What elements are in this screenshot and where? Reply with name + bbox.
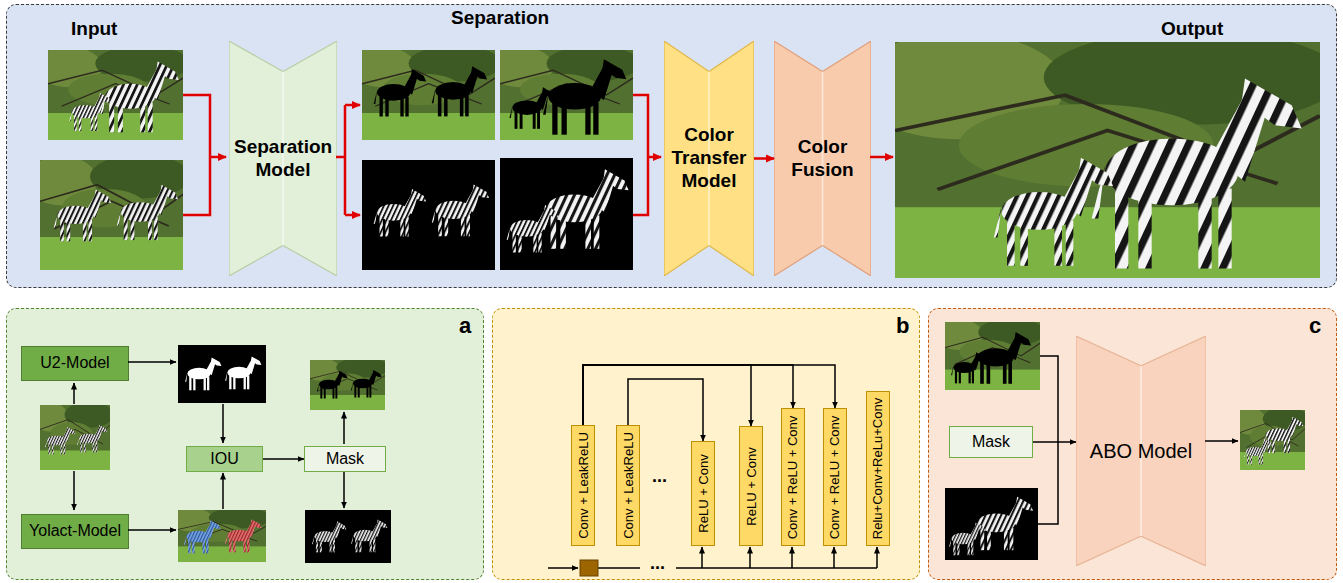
foreground-photo — [362, 160, 495, 270]
panel-label: a — [459, 313, 471, 338]
panel-label: Output — [1161, 18, 1223, 39]
mask-image — [178, 345, 266, 403]
box-label: Yolact-Model — [22, 522, 128, 540]
label-slot: ... — [652, 466, 667, 487]
model-box: U2-Model — [21, 346, 129, 381]
layer-box: ReLU + Conv — [691, 441, 715, 546]
panel-label: c — [1309, 313, 1321, 338]
process-box: IOU — [186, 446, 263, 472]
background-photo — [303, 358, 389, 411]
reference-photo — [26, 155, 190, 271]
layer-box: ReLU + Conv — [739, 426, 763, 546]
output-photo — [1234, 407, 1309, 470]
model-block: Color Transfer Model — [664, 41, 754, 276]
box-label: Mask — [950, 433, 1032, 451]
vertical-label: Conv + ReLU + Conv — [787, 415, 800, 539]
label-slot: Output — [1161, 18, 1223, 40]
label-slot: b — [896, 313, 909, 339]
block-shape — [229, 41, 337, 276]
foreground-photo — [500, 158, 633, 270]
layer-box: Conv + ReLU + Conv — [781, 408, 805, 546]
output-photo — [853, 30, 1342, 278]
background-photo — [936, 319, 1045, 390]
model-block: Separation Model — [229, 41, 337, 276]
label-slot: ... — [650, 553, 665, 574]
layer-box: Conv + LeakReLU — [616, 425, 640, 546]
block-label: ABO Model — [1076, 439, 1206, 463]
panel-label: Input — [71, 18, 117, 39]
box-label: Mask — [305, 450, 385, 468]
block-label: Color Transfer Model — [664, 124, 754, 192]
connector — [263, 458, 304, 460]
foreground-photo — [945, 488, 1038, 560]
background-photo — [487, 46, 640, 141]
block-shape — [774, 41, 871, 276]
layer-box: Conv + ReLU + Conv — [823, 408, 847, 546]
connector — [754, 157, 774, 160]
vertical-label: ReLU + Conv — [745, 447, 758, 525]
vertical-label: Conv + ReLU + Conv — [829, 415, 842, 539]
label-slot: Separation — [451, 7, 549, 29]
panel-label: Separation — [451, 7, 549, 28]
layer-box: Conv + LeakReLU — [571, 425, 595, 546]
vertical-label: ReLU + Conv — [697, 454, 710, 532]
block-shape — [664, 41, 754, 276]
foreground-photo — [305, 510, 391, 563]
input-photo — [35, 46, 190, 141]
input-photo — [33, 402, 114, 470]
vertical-label: Relu+Conv+ReLu+Conv — [872, 398, 885, 539]
vertical-label: Conv + LeakReLU — [577, 432, 590, 539]
panel-label: b — [896, 313, 909, 338]
block-shape — [1076, 336, 1206, 566]
model-block: ABO Model — [1076, 336, 1206, 566]
panel-b: bConv + LeakReLU Conv + LeakReLU ReLU + Co… — [492, 308, 920, 580]
input-block — [580, 560, 598, 576]
instance-image — [169, 507, 270, 562]
box-label: U2-Model — [22, 354, 128, 372]
connector — [1033, 441, 1076, 443]
process-box: Mask — [949, 426, 1033, 458]
model-box: Yolact-Model — [21, 514, 129, 549]
label-slot: a — [459, 313, 471, 339]
label-slot: c — [1309, 313, 1321, 339]
label-slot: Input — [71, 18, 117, 40]
block-label: Separation Model — [229, 136, 337, 182]
ellipsis-label: ... — [650, 553, 665, 573]
ellipsis-label: ... — [652, 466, 667, 486]
block-label: Color Fusion — [774, 136, 871, 182]
layer-box: Relu+Conv+ReLu+Conv — [866, 391, 890, 546]
process-box: Mask — [304, 446, 386, 472]
box-label: IOU — [187, 450, 262, 468]
vertical-label: Conv + LeakReLU — [622, 432, 635, 539]
model-block: Color Fusion — [774, 41, 871, 276]
background-photo — [349, 46, 502, 141]
